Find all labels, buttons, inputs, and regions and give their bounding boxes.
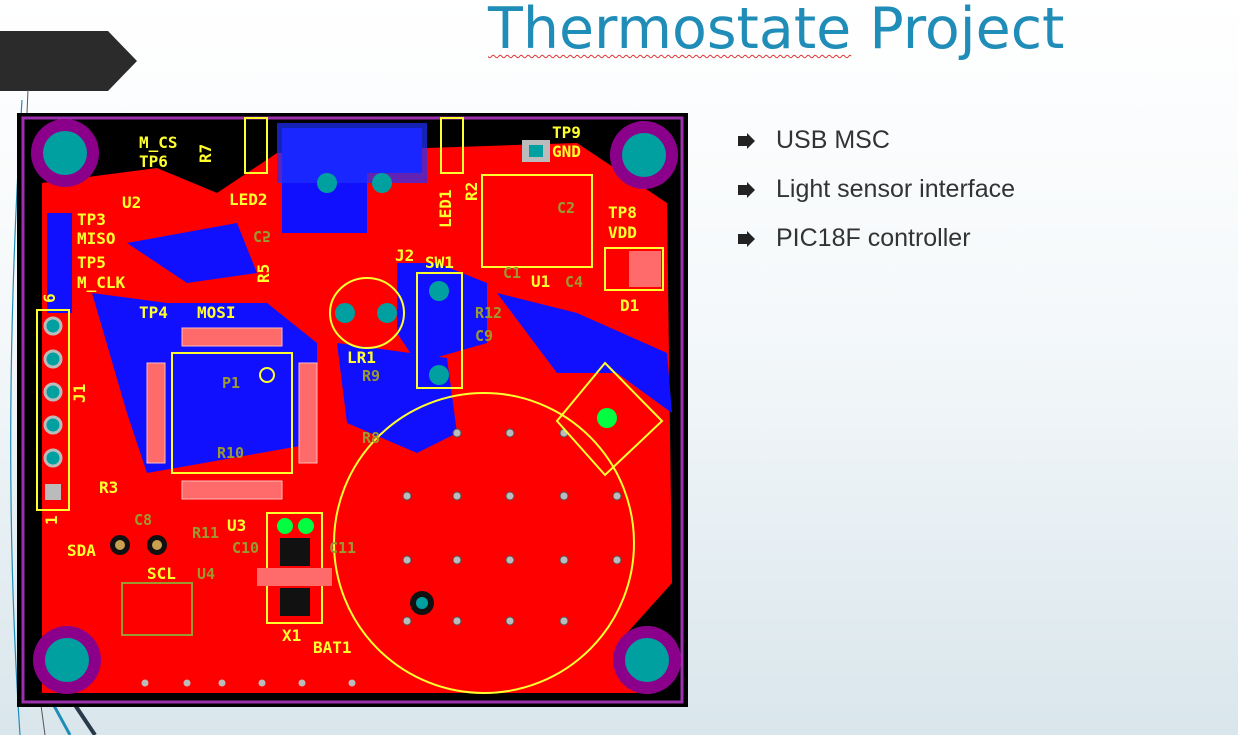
label-tp8: TP8: [608, 203, 637, 222]
bullet-item: Light sensor interface: [736, 165, 1015, 214]
label-u2: U2: [122, 193, 141, 212]
label-r11: R11: [192, 524, 219, 542]
label-led2: LED2: [229, 190, 268, 209]
label-gnd: GND: [552, 142, 581, 161]
label-pin1: 1: [42, 515, 61, 525]
label-d1: D1: [620, 296, 639, 315]
bullet-list: USB MSC Light sensor interface PIC18F co…: [736, 116, 1015, 263]
label-tp9: TP9: [552, 123, 581, 142]
bullet-text: USB MSC: [776, 126, 890, 154]
label-tp3: TP3: [77, 210, 106, 229]
label-sda: SDA: [67, 541, 96, 560]
label-c11: C11: [329, 539, 356, 557]
label-r10: R10: [217, 444, 244, 462]
label-tp4: TP4: [139, 303, 168, 322]
label-c8: C8: [134, 511, 152, 529]
label-c9: C9: [475, 327, 493, 345]
label-bat1: BAT1: [313, 638, 352, 657]
bullet-text: Light sensor interface: [776, 175, 1016, 203]
label-tp5: TP5: [77, 253, 106, 272]
label-x1: X1: [282, 626, 301, 645]
label-c2: C2: [557, 199, 575, 217]
mounting-holes: [31, 119, 681, 694]
label-mosi: MOSI: [197, 303, 236, 322]
pcb-layout-image: M_CS TP6 R7 U2 LED2 TP3 MISO TP5 M_CLK R…: [17, 113, 688, 707]
bullet-item: PIC18F controller: [736, 214, 1015, 263]
label-vdd: VDD: [608, 223, 637, 242]
label-c1: C1: [503, 264, 521, 282]
label-p1: P1: [222, 374, 240, 392]
label-c10: C10: [232, 539, 259, 557]
label-u3: U3: [227, 516, 246, 535]
bullet-text: PIC18F controller: [776, 224, 971, 252]
label-r12: R12: [475, 304, 502, 322]
arrow-bullet-icon: [738, 181, 755, 198]
label-led1: LED1: [436, 189, 455, 228]
slide-title: Thermostate Project: [488, 0, 1064, 62]
arrow-bullet-icon: [738, 132, 755, 149]
label-u1: U1: [531, 272, 550, 291]
label-tp6: TP6: [139, 152, 168, 171]
label-r7: R7: [196, 144, 215, 163]
slide-title-word2: Project: [851, 0, 1065, 62]
label-r8: R8: [362, 429, 380, 447]
label-lr1: LR1: [347, 348, 376, 367]
label-c4: C4: [565, 273, 583, 291]
slide-title-word1: Thermostate: [488, 0, 852, 62]
label-m-clk: M_CLK: [77, 273, 126, 292]
label-scl: SCL: [147, 564, 176, 583]
label-m-cs: M_CS: [139, 133, 178, 152]
arrow-tab-icon: [0, 31, 137, 91]
bullet-item: USB MSC: [736, 116, 1015, 165]
label-j1: J1: [70, 384, 89, 403]
label-c5: C5: [253, 227, 271, 245]
label-u4: U4: [197, 565, 215, 583]
label-j2: J2: [395, 246, 414, 265]
label-r5: R5: [254, 264, 273, 283]
label-r9: R9: [362, 367, 380, 385]
arrow-bullet-icon: [738, 230, 755, 247]
label-miso: MISO: [77, 229, 116, 248]
label-sw1: SW1: [425, 253, 454, 272]
label-r2: R2: [462, 182, 481, 201]
label-pin6: 6: [40, 293, 59, 303]
label-r3: R3: [99, 478, 118, 497]
